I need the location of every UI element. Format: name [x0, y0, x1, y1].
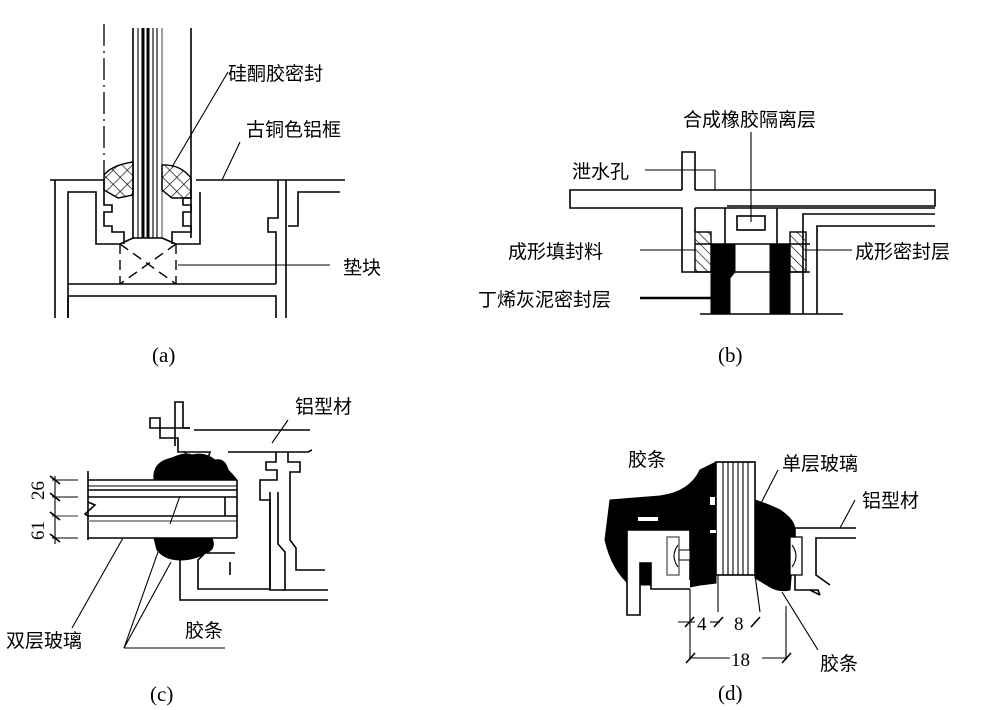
- panel-c-rubber-strip-top: [153, 453, 239, 481]
- dimension-8: 8: [734, 614, 744, 635]
- caption-d: (d): [718, 681, 743, 705]
- panel-d-aluminum-right: [789, 527, 856, 596]
- label-single-glazing: 单层玻璃: [782, 453, 858, 475]
- dimension-26: 26: [28, 481, 49, 500]
- panel-b-formed-seal-right: [789, 231, 807, 273]
- label-formed-seal-layer: 成形密封层: [855, 241, 950, 263]
- dimension-4: 4: [697, 614, 707, 635]
- label-aluminum-profile-d: 铝型材: [862, 490, 919, 512]
- panel-c-dimensions: [49, 475, 78, 544]
- caption-b: (b): [718, 343, 743, 367]
- panel-c-double-glazing: [83, 471, 238, 540]
- panel-b-formed-filler-left: [694, 231, 712, 273]
- label-butyl-putty-seal: 丁烯灰泥密封层: [478, 289, 611, 311]
- panel-a-aluminum-frame: [50, 179, 345, 318]
- label-bronze-aluminum-frame: 古铜色铝框: [246, 119, 341, 141]
- panel-a-setting-block: [119, 237, 177, 285]
- panel-d: 4 8 18 胶条 单层玻璃 铝型材 胶条 (d): [604, 449, 919, 705]
- panel-d-rubber-strip-right: [749, 461, 796, 592]
- label-rubber-strip-d-top: 胶条: [628, 449, 666, 471]
- panel-b: 合成橡胶隔离层 泄水孔 成形填封料 丁烯灰泥密封层 成形密封层 (b): [478, 109, 950, 367]
- panel-a-silicone-seal-right: [161, 164, 192, 199]
- label-silicone-seal: 硅酮胶密封: [228, 63, 323, 85]
- panel-b-butyl-seal-left: [710, 243, 736, 315]
- panel-c-aluminum-profile: [149, 401, 328, 601]
- label-setting-block: 垫块: [343, 257, 381, 279]
- label-rubber-strip-d-bottom: 胶条: [820, 653, 858, 675]
- panel-a-glass: [103, 24, 192, 238]
- panel-d-aluminum-left: [626, 529, 691, 616]
- dimension-61: 61: [28, 521, 49, 540]
- panel-c: 26 61 铝型材 双层玻璃 胶条 (c): [6, 396, 352, 706]
- panel-c-rubber-strip-bottom: [153, 537, 214, 561]
- panel-a-silicone-seal-left: [103, 161, 134, 199]
- label-formed-filler: 成形填封料: [508, 241, 603, 263]
- panel-a: 硅酮胶密封 古铜色铝框 垫块 (a): [50, 24, 381, 367]
- label-rubber-strip-c: 胶条: [185, 620, 223, 642]
- panel-d-dimensions: [678, 616, 792, 664]
- label-weep-hole: 泄水孔: [572, 161, 629, 183]
- panel-d-single-glazing: [715, 461, 756, 576]
- label-double-glazing: 双层玻璃: [6, 630, 82, 652]
- caption-c: (c): [150, 682, 173, 706]
- panel-b-butyl-seal-right: [769, 243, 791, 315]
- label-aluminum-profile-c: 铝型材: [295, 396, 352, 418]
- dimension-18: 18: [731, 650, 750, 671]
- label-synthetic-rubber-isolation: 合成橡胶隔离层: [683, 109, 816, 131]
- caption-a: (a): [152, 343, 175, 367]
